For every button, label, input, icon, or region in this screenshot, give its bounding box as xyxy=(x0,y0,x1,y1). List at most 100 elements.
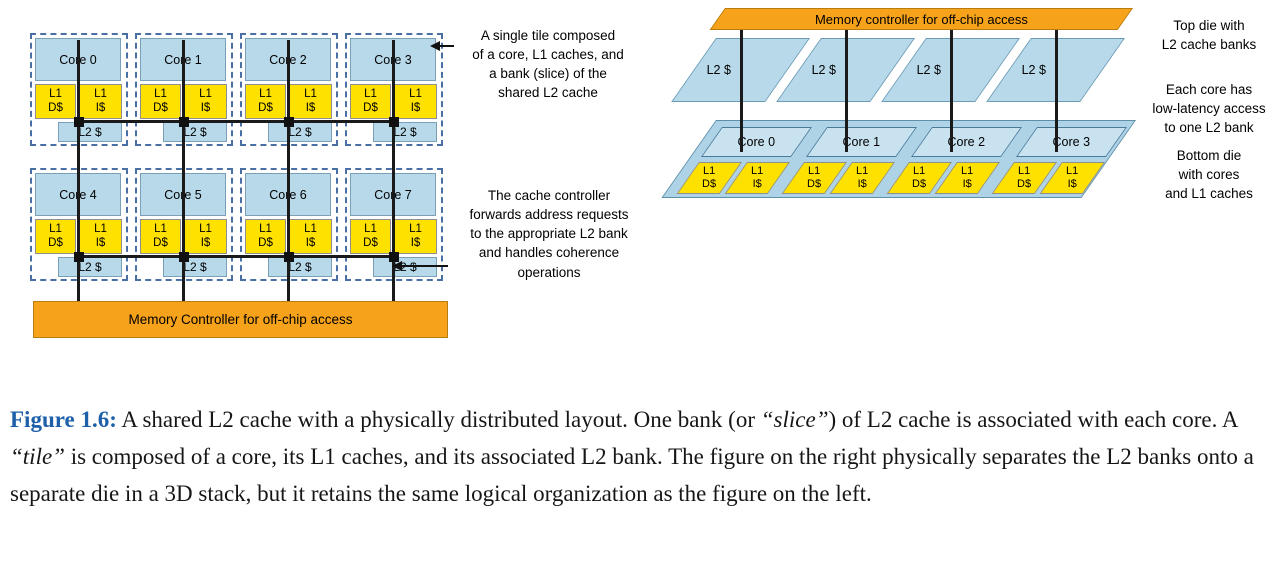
l1-dcache-label: L1 D$ xyxy=(363,223,378,249)
note-bottom-die: Bottom die with cores and L1 caches xyxy=(1165,148,1253,202)
l1-dcache-box: L1 D$ xyxy=(140,84,181,119)
l1-dcache-box: L1 D$ xyxy=(35,84,76,119)
l2-bank-box: L2 $ xyxy=(163,122,227,142)
router-node xyxy=(74,252,84,262)
l1-icache-label: L1 I$ xyxy=(856,165,869,190)
l1-dcache-label: L1 D$ xyxy=(48,88,63,114)
l1-icache-box: L1 I$ xyxy=(79,219,122,254)
figure-number-label: Figure 1.6: xyxy=(10,407,117,432)
note-cache-controller: The cache controller forwards address re… xyxy=(469,188,629,280)
l1-icache-label: L1 I$ xyxy=(94,88,107,114)
l2-bank-label: L2 $ xyxy=(811,63,836,77)
note-low-latency: Each core has low-latency access to one … xyxy=(1152,82,1266,136)
stack-via-line-1 xyxy=(845,30,848,152)
l1-dcache-label: L1 D$ xyxy=(153,88,168,114)
l1-icache-label: L1 I$ xyxy=(1066,165,1079,190)
l1-dcache-box: L1 D$ xyxy=(140,219,181,254)
l1-dcache-label: L1 D$ xyxy=(1017,165,1032,190)
l2-bank-box: L2 $ xyxy=(373,122,437,142)
l2-bank-label: L2 $ xyxy=(183,125,207,139)
l1-icache-label: L1 I$ xyxy=(409,223,422,249)
l1-dcache-label: L1 D$ xyxy=(153,223,168,249)
caption-text: is composed of a core, its L1 caches, an… xyxy=(10,443,1254,506)
l2-bank-label: L2 $ xyxy=(393,125,417,139)
caption-text: A shared L2 cache with a physically dist… xyxy=(116,407,761,432)
router-node xyxy=(389,252,399,262)
l1-dcache-box: L1 D$ xyxy=(35,219,76,254)
core-label: Core 2 xyxy=(947,135,986,149)
arrow-head-icon xyxy=(430,41,440,51)
l1-icache-label: L1 I$ xyxy=(961,165,974,190)
l1-icache-box: L1 I$ xyxy=(394,84,437,119)
router-node xyxy=(179,252,189,262)
l2-bank-box: L2 $ xyxy=(373,257,437,277)
note-top-die: Top die with L2 cache banks xyxy=(1161,18,1257,53)
l1-icache-label: L1 I$ xyxy=(94,223,107,249)
l1-icache-label: L1 I$ xyxy=(304,88,317,114)
stack-via-line-0 xyxy=(740,30,743,152)
l1-dcache-box: L1 D$ xyxy=(245,84,286,119)
core-label: Core 0 xyxy=(737,135,776,149)
router-node xyxy=(74,117,84,127)
router-node xyxy=(284,252,294,262)
interconnect-vline-0 xyxy=(77,40,80,302)
interconnect-vline-2 xyxy=(287,40,290,302)
note-single-tile: A single tile composed of a core, L1 cac… xyxy=(472,28,624,101)
l1-icache-box: L1 I$ xyxy=(79,84,122,119)
l1-icache-box: L1 I$ xyxy=(394,219,437,254)
l1-icache-label: L1 I$ xyxy=(199,223,212,249)
l1-dcache-label: L1 D$ xyxy=(912,165,927,190)
caption-text: ) of L2 cache is associated with each co… xyxy=(828,407,1238,432)
core-label: Core 1 xyxy=(842,135,881,149)
router-node xyxy=(179,117,189,127)
l2-bank-label: L2 $ xyxy=(288,260,312,274)
l1-icache-box: L1 I$ xyxy=(289,84,332,119)
stack-via-line-3 xyxy=(1055,30,1058,152)
stack-via-line-2 xyxy=(950,30,953,152)
l1-icache-label: L1 I$ xyxy=(199,88,212,114)
core-label: Core 3 xyxy=(1052,135,1091,149)
l2-bank-box: L2 $ xyxy=(58,122,122,142)
arrow-line xyxy=(402,265,448,267)
l2-bank-label: L2 $ xyxy=(78,260,102,274)
l2-bank-box: L2 $ xyxy=(58,257,122,277)
l2-bank-label: L2 $ xyxy=(288,125,312,139)
l1-dcache-label: L1 D$ xyxy=(258,88,273,114)
memory-controller-label: Memory Controller for off-chip access xyxy=(128,312,353,327)
l2-bank-label: L2 $ xyxy=(916,63,941,77)
router-node xyxy=(389,117,399,127)
l2-bank-label: L2 $ xyxy=(1021,63,1046,77)
memory-controller-3d-bar: Memory controller for off-chip access xyxy=(709,8,1133,30)
l1-dcache-box: L1 D$ xyxy=(350,219,391,254)
l2-bank-box: L2 $ xyxy=(268,122,332,142)
router-node xyxy=(284,117,294,127)
memory-controller-3d-label: Memory controller for off-chip access xyxy=(814,11,1028,27)
figure-caption: Figure 1.6: A shared L2 cache with a phy… xyxy=(10,402,1264,512)
l2-bank-label: L2 $ xyxy=(183,260,207,274)
l1-dcache-label: L1 D$ xyxy=(702,165,717,190)
caption-term-slice: “slice” xyxy=(760,407,829,432)
l1-icache-label: L1 I$ xyxy=(304,223,317,249)
l2-bank-box: L2 $ xyxy=(268,257,332,277)
interconnect-vline-3 xyxy=(392,40,395,302)
interconnect-hline-row1 xyxy=(77,120,395,123)
l1-icache-box: L1 I$ xyxy=(184,219,227,254)
l1-icache-label: L1 I$ xyxy=(751,165,764,190)
l1-icache-box: L1 I$ xyxy=(184,84,227,119)
arrow-line xyxy=(440,45,454,47)
interconnect-hline-row2 xyxy=(77,255,395,258)
l1-dcache-label: L1 D$ xyxy=(258,223,273,249)
memory-controller-bar: Memory Controller for off-chip access xyxy=(33,301,448,338)
l1-dcache-box: L1 D$ xyxy=(245,219,286,254)
l1-dcache-label: L1 D$ xyxy=(48,223,63,249)
caption-term-tile: “tile” xyxy=(10,443,65,469)
l1-dcache-label: L1 D$ xyxy=(807,165,822,190)
l1-icache-box: L1 I$ xyxy=(289,219,332,254)
l2-bank-box: L2 $ xyxy=(163,257,227,277)
l1-icache-label: L1 I$ xyxy=(409,88,422,114)
l1-dcache-box: L1 D$ xyxy=(350,84,391,119)
arrow-head-icon xyxy=(392,261,402,271)
interconnect-vline-1 xyxy=(182,40,185,302)
l1-dcache-label: L1 D$ xyxy=(363,88,378,114)
